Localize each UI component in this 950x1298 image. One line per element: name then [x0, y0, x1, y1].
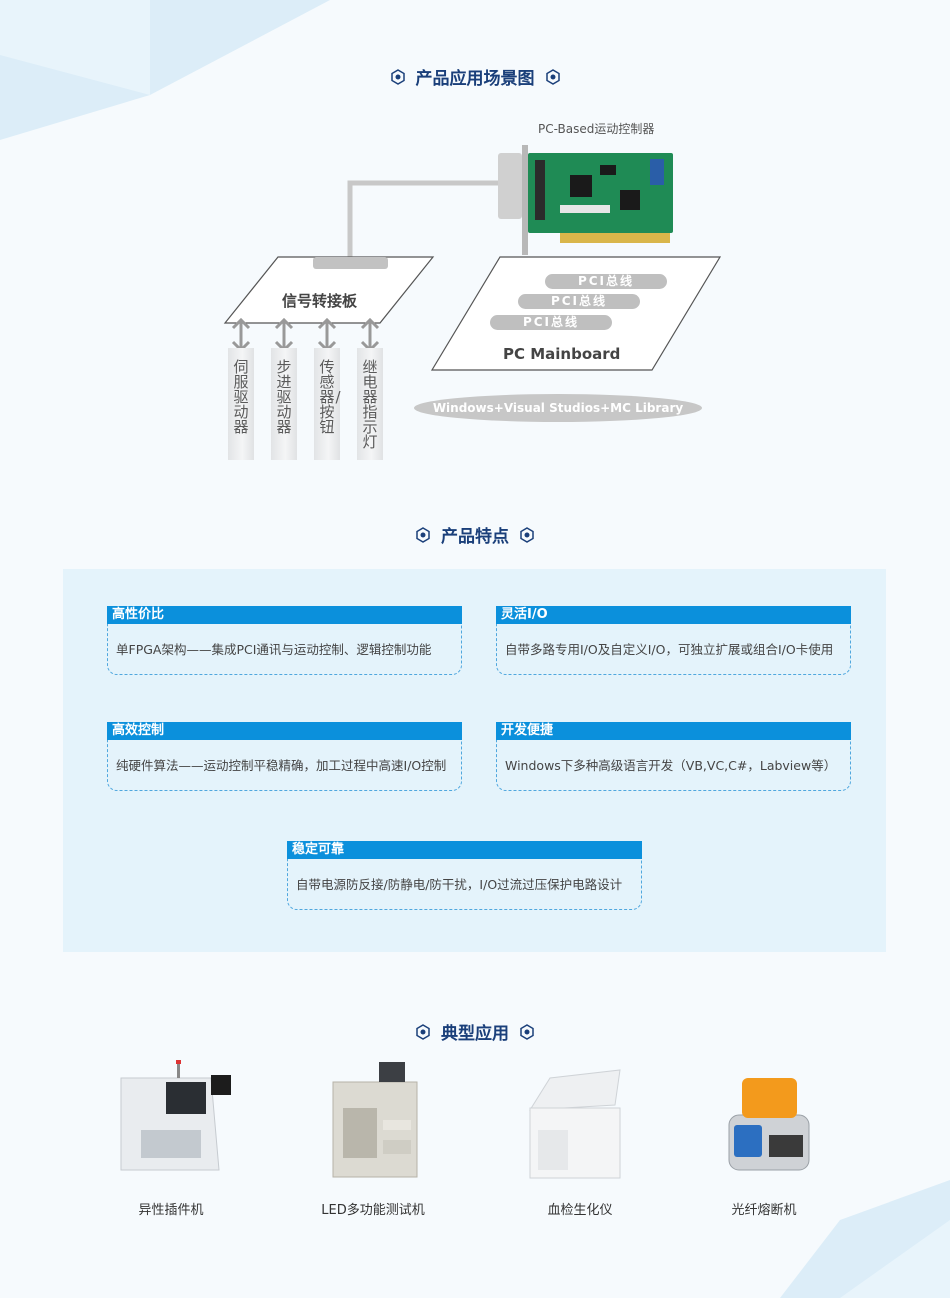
- hexagon-icon: [416, 526, 430, 543]
- hexagon-icon: [520, 1023, 534, 1040]
- feature-text: 自带电源防反接/防静电/防干扰，I/O过流过压保护电路设计: [296, 877, 623, 892]
- scene-section-title: 产品应用场景图: [0, 64, 950, 89]
- pci-card-image: [522, 145, 673, 255]
- app-item: 异性插件机: [81, 1060, 261, 1218]
- bidirectional-arrow-icon: [317, 318, 337, 352]
- controller-label: PC-Based运动控制器: [538, 122, 655, 136]
- feature-card: 高性价比 单FPGA架构——集成PCI通讯与运动控制、逻辑控制功能: [107, 606, 462, 675]
- driver-stepper: 步进驱动器: [271, 348, 297, 460]
- driver-sensor: 传感器/按钮: [314, 348, 341, 460]
- feature-card: 稳定可靠 自带电源防反接/防静电/防干扰，I/O过流过压保护电路设计: [287, 841, 642, 910]
- feature-title: 开发便捷: [496, 722, 851, 740]
- driver-servo: 伺服驱动器: [228, 348, 254, 460]
- feature-card: 开发便捷 Windows下多种高级语言开发（VB,VC,C#，Labview等）: [496, 722, 851, 791]
- bidirectional-arrow-icon: [231, 318, 251, 352]
- pci-bus-label: PCI总线: [518, 294, 640, 309]
- apps-section-title: 典型应用: [0, 1019, 950, 1044]
- pci-bus-label: PCI总线: [545, 274, 667, 289]
- connector-plug: [498, 153, 522, 219]
- signal-board-label: 信号转接板: [282, 292, 358, 310]
- app-label: 血检生化仪: [547, 1203, 613, 1218]
- hexagon-icon: [390, 68, 405, 85]
- feature-title: 稳定可靠: [287, 841, 642, 859]
- mainboard-label: PC Mainboard: [503, 345, 621, 363]
- feature-text: 单FPGA架构——集成PCI通讯与运动控制、逻辑控制功能: [116, 642, 432, 657]
- feature-title: 高效控制: [107, 722, 462, 740]
- fiber-splicer-image: [728, 1078, 810, 1171]
- insertion-machine-image: [120, 1060, 231, 1171]
- app-item: LED多功能测试机: [283, 1060, 463, 1218]
- feature-title: 灵活I/O: [496, 606, 851, 624]
- apps-title-text: 典型应用: [441, 1024, 509, 1044]
- blood-analyzer-image: [529, 1069, 621, 1179]
- feature-card: 灵活I/O 自带多路专用I/O及自定义I/O，可独立扩展或组合I/O卡使用: [496, 606, 851, 675]
- bidirectional-arrow-icon: [360, 318, 380, 352]
- feature-text: 自带多路专用I/O及自定义I/O，可独立扩展或组合I/O卡使用: [505, 642, 834, 657]
- app-label: 光纤熔断机: [731, 1203, 797, 1218]
- features-section-title: 产品特点: [0, 522, 950, 547]
- software-label: Windows+Visual Studios+MC Library: [432, 401, 684, 415]
- bidirectional-arrow-icon: [274, 318, 294, 352]
- pci-bus-label: PCI总线: [490, 315, 612, 330]
- app-label: LED多功能测试机: [321, 1203, 425, 1218]
- features-panel: [63, 569, 886, 952]
- feature-text: 纯硬件算法——运动控制平稳精确，加工过程中高速I/O控制: [116, 758, 447, 773]
- hexagon-icon: [416, 1023, 430, 1040]
- app-item: 光纤熔断机: [674, 1060, 854, 1218]
- hexagon-icon: [520, 526, 534, 543]
- diagram-graphics: [223, 145, 722, 422]
- scene-title-text: 产品应用场景图: [415, 69, 535, 89]
- feature-card: 高效控制 纯硬件算法——运动控制平稳精确，加工过程中高速I/O控制: [107, 722, 462, 791]
- feature-title: 高性价比: [107, 606, 462, 624]
- driver-relay: 继电器指示灯: [357, 348, 383, 460]
- app-label: 异性插件机: [138, 1203, 204, 1218]
- hexagon-icon: [545, 68, 560, 85]
- app-item: 血检生化仪: [490, 1060, 670, 1218]
- feature-text: Windows下多种高级语言开发（VB,VC,C#，Labview等）: [505, 758, 837, 773]
- led-tester-image: [332, 1062, 418, 1178]
- features-title-text: 产品特点: [441, 527, 509, 547]
